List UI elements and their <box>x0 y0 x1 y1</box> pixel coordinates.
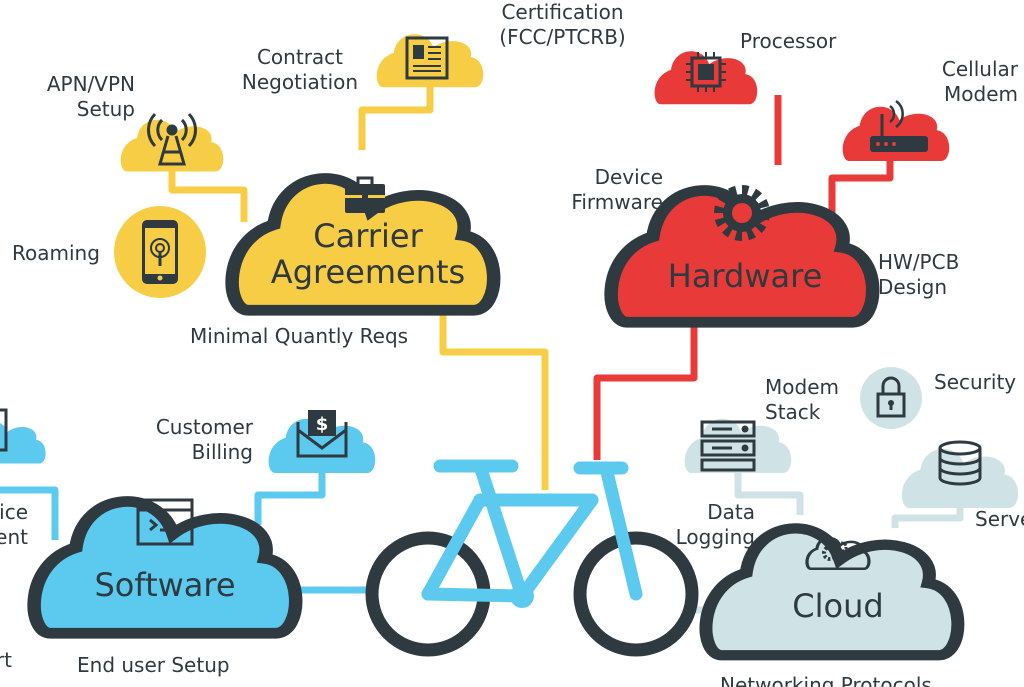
contract-line1: Contract <box>256 45 344 69</box>
device-mgmt-label: Device Management <box>0 500 28 550</box>
apn-line1: APN/VPN <box>46 72 135 96</box>
software-hub-label: Software <box>94 566 236 604</box>
hwpcb-line1: HW/PCB <box>878 250 960 274</box>
firmware-line2: Firmware <box>571 190 663 214</box>
gear-icon <box>714 185 770 241</box>
device-firmware-label: Device Firmware <box>555 165 663 215</box>
carrier-hub-label: Carrier Agreements <box>253 218 483 290</box>
contract-label: Contract Negotiation <box>230 45 370 95</box>
certification-line2: (FCC/PTCRB) <box>499 25 626 49</box>
connector-lines <box>0 75 964 614</box>
hw-pcb-label: HW/PCB Design <box>878 250 959 300</box>
carrier-line2: Agreements <box>270 253 466 291</box>
min-qty-label: Minimal Quantly Reqs <box>190 324 409 348</box>
processor-label: Processor <box>740 29 837 53</box>
apn-label: APN/VPN Setup <box>20 72 135 122</box>
customer-billing-label: Customer Billing <box>140 415 253 465</box>
data-logging-label: Data Logging <box>665 500 755 550</box>
cellular-line2: Modem <box>944 82 1018 106</box>
cellular-modem-label: Cellular Modem <box>900 57 1018 107</box>
hardware-hub-label: Hardware <box>667 257 823 295</box>
modem-stack-label: Modem Stack <box>765 375 839 425</box>
support-label: Support <box>0 648 12 672</box>
device-mgmt-line1: Device <box>0 500 28 524</box>
cloud-gears-icon <box>807 538 869 569</box>
briefcase-icon <box>345 176 385 213</box>
document-icon <box>405 36 449 80</box>
processor-chip-icon <box>686 52 726 92</box>
bicycle-icon <box>365 459 699 657</box>
svg-text:$: $ <box>316 414 329 435</box>
billing-line2: Billing <box>191 440 253 464</box>
padlock-icon <box>876 376 906 418</box>
modem-stack-line2: Stack <box>765 400 821 424</box>
device-mgmt-line2: Management <box>0 525 28 549</box>
apn-line2: Setup <box>76 97 135 121</box>
router-icon <box>870 99 928 152</box>
terminal-window-icon <box>136 498 194 546</box>
security-circle <box>860 367 922 429</box>
modem-stack-line1: Modem <box>765 375 839 399</box>
contract-line2: Negotiation <box>241 70 359 94</box>
phone-touch-icon <box>142 220 178 284</box>
cloud-hub-label: Cloud <box>792 587 884 625</box>
certification-line1: Certification <box>501 0 624 24</box>
certification-label: Certification (FCC/PTCRB) <box>490 0 635 50</box>
cellular-modem-cloud <box>842 106 950 161</box>
networking-label: Networking Protocols <box>720 673 932 687</box>
end-user-label: End user Setup <box>77 653 230 677</box>
security-label: Security <box>934 370 1017 394</box>
antenna-icon <box>147 112 197 166</box>
firmware-line1: Device <box>594 165 663 189</box>
data-logging-line1: Data <box>707 500 755 524</box>
servers-label: Servers <box>975 507 1024 531</box>
hwpcb-line2: Design <box>878 275 948 299</box>
data-logging-line2: Logging <box>675 525 755 549</box>
servers-cloud <box>901 448 1019 508</box>
server-rack-icon <box>700 420 756 472</box>
carrier-line1: Carrier <box>313 217 423 255</box>
billing-line1: Customer <box>155 415 253 439</box>
database-icon <box>938 440 982 486</box>
device-mgmt-icon <box>0 408 8 452</box>
dollar-envelope-icon: $ <box>296 410 348 458</box>
cellular-line1: Cellular <box>941 57 1018 81</box>
roaming-label: Roaming <box>12 241 100 265</box>
